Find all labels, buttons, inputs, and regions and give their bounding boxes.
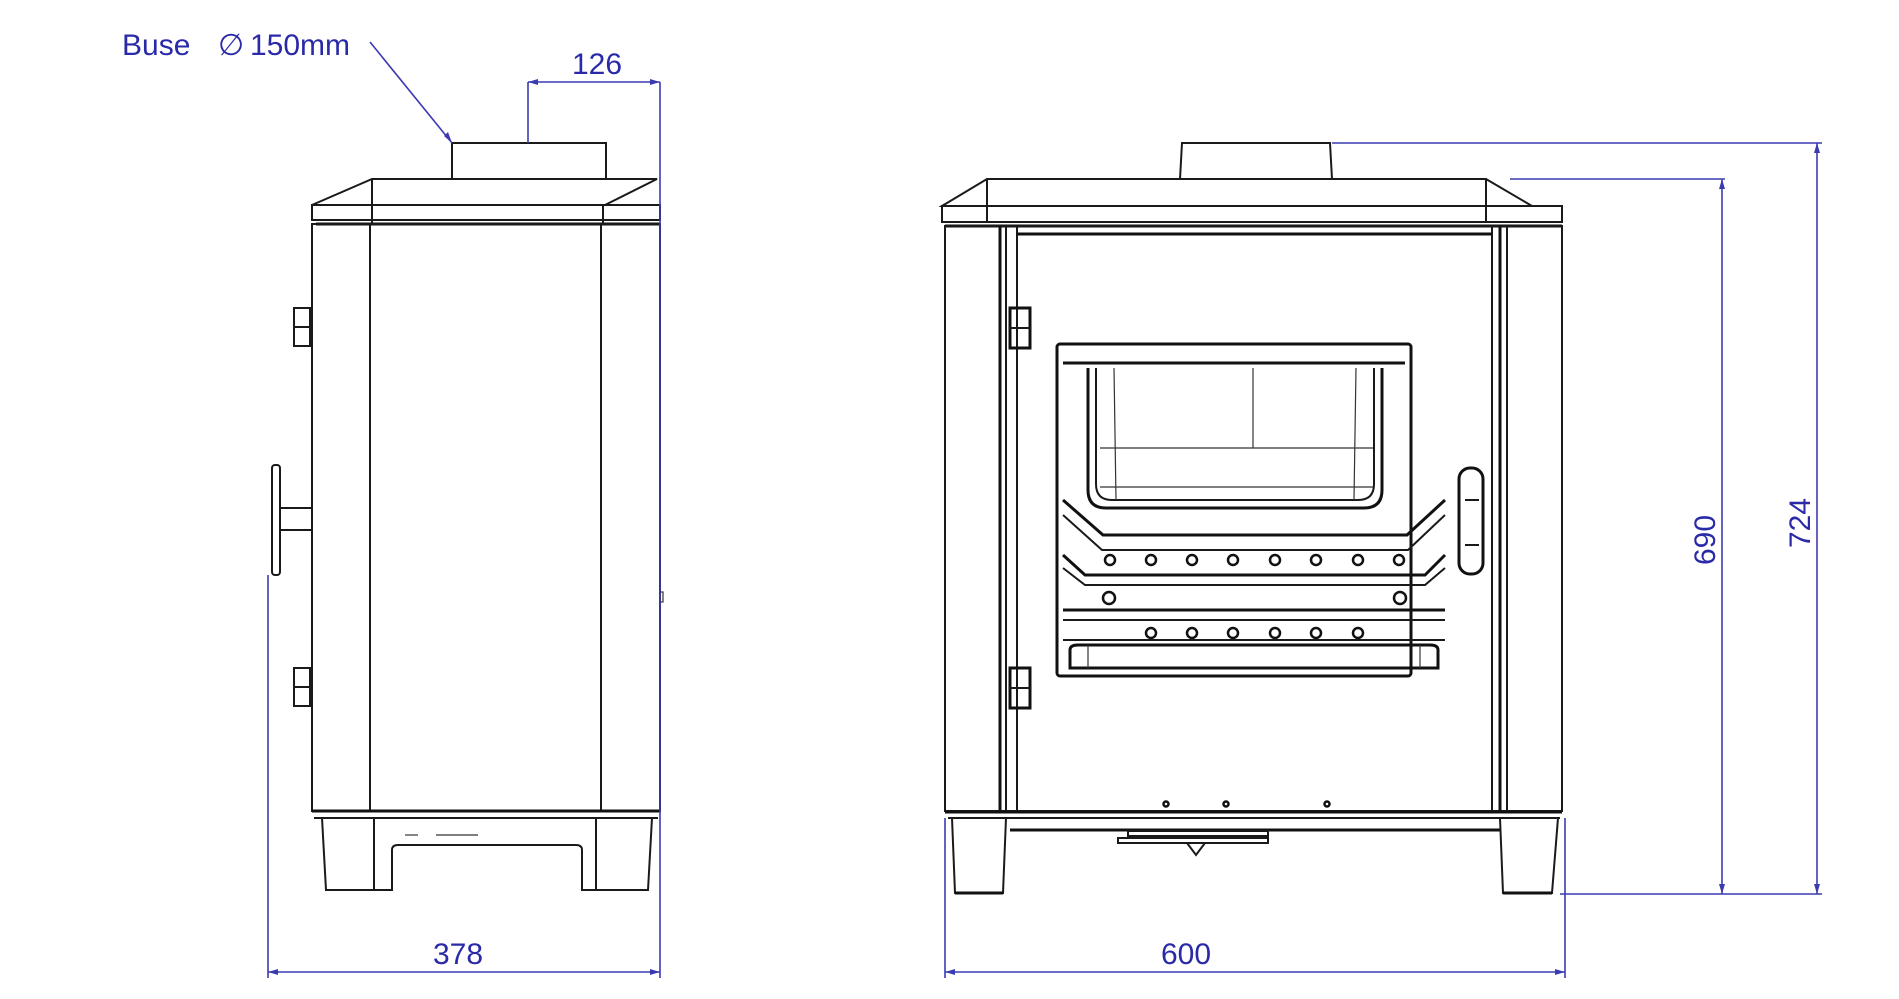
side-lower-hinge	[293, 667, 311, 707]
front-body	[944, 225, 1563, 812]
upper-air-vent-holes	[1103, 553, 1406, 567]
side-body	[311, 223, 661, 812]
front-right-pillar	[1491, 226, 1508, 811]
front-window-frame	[1055, 342, 1447, 678]
front-door-handle	[1457, 466, 1485, 576]
side-view	[271, 142, 664, 891]
flue-leader-line	[369, 41, 453, 144]
side-top-slab	[311, 204, 661, 221]
front-top-slab-bevel	[938, 178, 1536, 207]
front-view	[938, 142, 1563, 895]
front-right-leg	[1499, 817, 1559, 895]
side-upper-hinge	[293, 307, 311, 347]
side-legs	[321, 817, 653, 891]
diameter-symbol: ∅	[218, 29, 244, 62]
depth-label: 378	[433, 938, 483, 971]
flue-label: Buse	[122, 29, 190, 62]
flue-diameter-label: 150mm	[250, 29, 350, 62]
flue-offset-label: 126	[572, 48, 622, 81]
side-top-slab-bevel	[311, 178, 658, 206]
ash-pan-mechanism	[1010, 828, 1500, 857]
side-flue-collar	[451, 142, 607, 180]
height-690-label: 690	[1689, 515, 1722, 565]
front-top-slab	[941, 205, 1563, 223]
front-lower-hinge	[1008, 666, 1032, 710]
front-bottom-holes	[1162, 800, 1331, 808]
door-screws	[1101, 590, 1408, 606]
front-upper-hinge	[1008, 306, 1032, 350]
height-724-label: 724	[1784, 498, 1817, 548]
lower-air-vent-holes	[1144, 626, 1365, 640]
front-left-leg	[951, 817, 1007, 895]
dimensions	[267, 41, 1822, 978]
front-left-pillar	[998, 226, 1018, 811]
front-flue-collar	[1178, 142, 1334, 180]
width-label: 600	[1161, 938, 1211, 971]
side-door-handle	[271, 464, 313, 576]
glass-window	[1086, 368, 1384, 510]
